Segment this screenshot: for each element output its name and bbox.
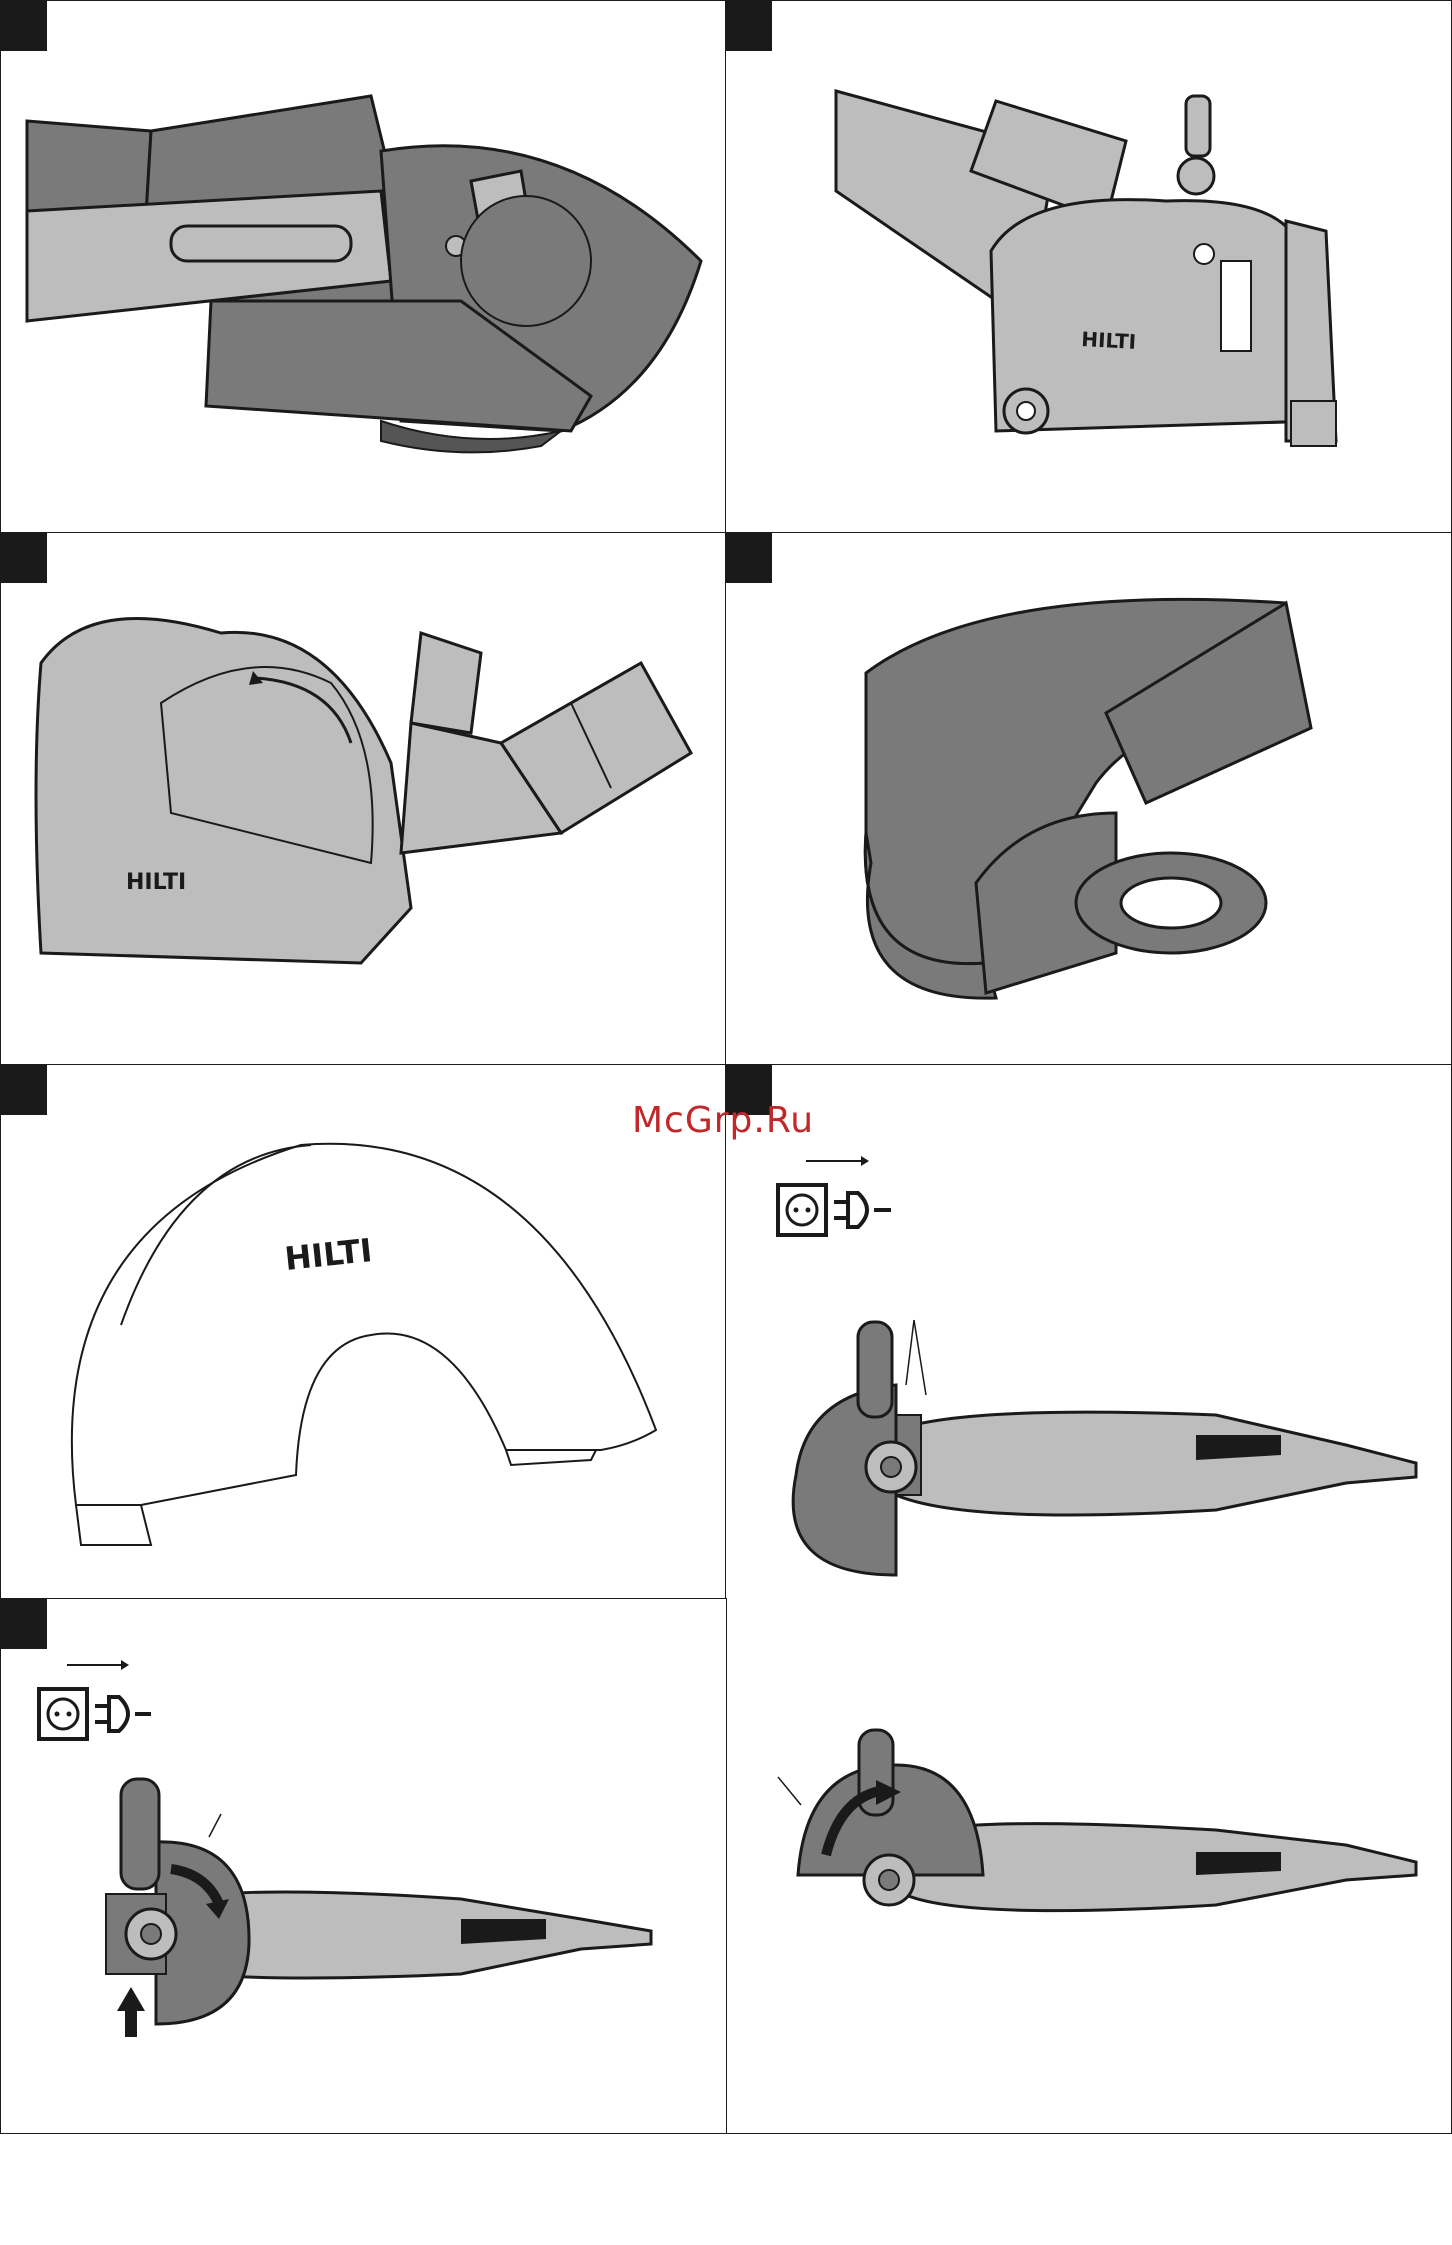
guard-illustration (726, 533, 1452, 1066)
figure-panel-7 (0, 1598, 727, 2134)
watermark: McGrp.Ru (632, 1100, 814, 1141)
figure-panel-4 (725, 532, 1452, 1066)
grinder-lower (778, 1730, 1416, 1911)
push-up-arrow-icon (117, 1987, 145, 2037)
brand-logo: HILTI (126, 870, 186, 895)
figure-panel-1 (0, 0, 727, 534)
cover-outline-illustration: HILTI (1, 1065, 727, 1600)
unplug-from-socket-icon (39, 1660, 151, 1739)
figure-panel-3: HILTI (0, 532, 727, 1066)
brand-logo: HILTI (1081, 327, 1137, 354)
grinder-upper (793, 1320, 1416, 1575)
wall-chaser-illustration: HILTI (726, 1, 1452, 534)
figure-panel-6 (725, 1064, 1452, 2134)
grinder-top-view-illustration (726, 1065, 1452, 2134)
figure-panel-5: HILTI (0, 1064, 727, 1600)
grinder-with-guard-illustration (1, 1, 727, 534)
figure-panel-2: HILTI (725, 0, 1452, 534)
unplug-from-socket-icon (778, 1156, 891, 1235)
grinder-guard-adjust-illustration (1, 1599, 727, 2134)
wall-chaser-side-illustration: HILTI (1, 533, 727, 1066)
